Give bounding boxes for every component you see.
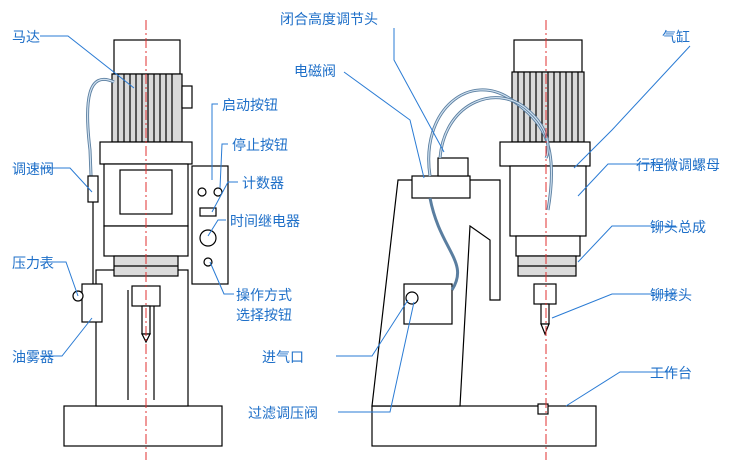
label-closing-height-adjuster: 闭合高度调节头 — [280, 11, 378, 28]
time-relay-icon — [199, 229, 217, 247]
leader-lines — [40, 28, 691, 413]
label-mode-select-line1: 操作方式 — [236, 288, 292, 304]
stop-button-icon — [213, 187, 223, 197]
label-time-relay: 时间继电器 — [230, 214, 300, 230]
label-riveting-head-assembly: 铆头总成 — [650, 220, 706, 236]
front-view — [63, 39, 229, 447]
label-pressure-gauge: 压力表 — [12, 256, 54, 272]
side-view — [371, 39, 597, 447]
label-worktable: 工作台 — [650, 366, 692, 382]
label-cylinder: 气缸 — [662, 29, 690, 46]
front-control-box — [191, 165, 229, 285]
label-oil-mister: 油雾器 — [12, 350, 54, 366]
label-mode-select-line2: 选择按钮 — [236, 308, 292, 324]
label-filter-regulator: 过滤调压阀 — [248, 406, 318, 422]
front-motor — [111, 39, 193, 143]
label-solenoid-valve: 电磁阀 — [294, 64, 336, 80]
solenoid-valve-icon — [411, 175, 471, 199]
side-head-flange — [499, 141, 591, 167]
label-motor: 马达 — [12, 30, 40, 46]
side-motor — [511, 39, 585, 143]
front-base — [63, 405, 223, 447]
side-gauge-icon — [405, 291, 419, 305]
label-speed-valve: 调速阀 — [12, 162, 54, 178]
side-air-hose-3 — [428, 197, 459, 291]
start-button-icon — [197, 187, 207, 197]
label-rivet-tip: 铆接头 — [650, 287, 692, 304]
label-counter: 计数器 — [242, 176, 284, 192]
label-stop-button: 停止按钮 — [232, 137, 288, 154]
oil-mister-icon — [81, 283, 103, 323]
counter-icon — [199, 207, 217, 217]
label-air-inlet: 进气口 — [262, 350, 304, 366]
mode-select-button-icon — [203, 257, 213, 267]
label-start-button: 启动按钮 — [222, 98, 278, 114]
label-stroke-fine-nut: 行程微调螺母 — [636, 158, 720, 174]
side-base — [371, 405, 597, 447]
